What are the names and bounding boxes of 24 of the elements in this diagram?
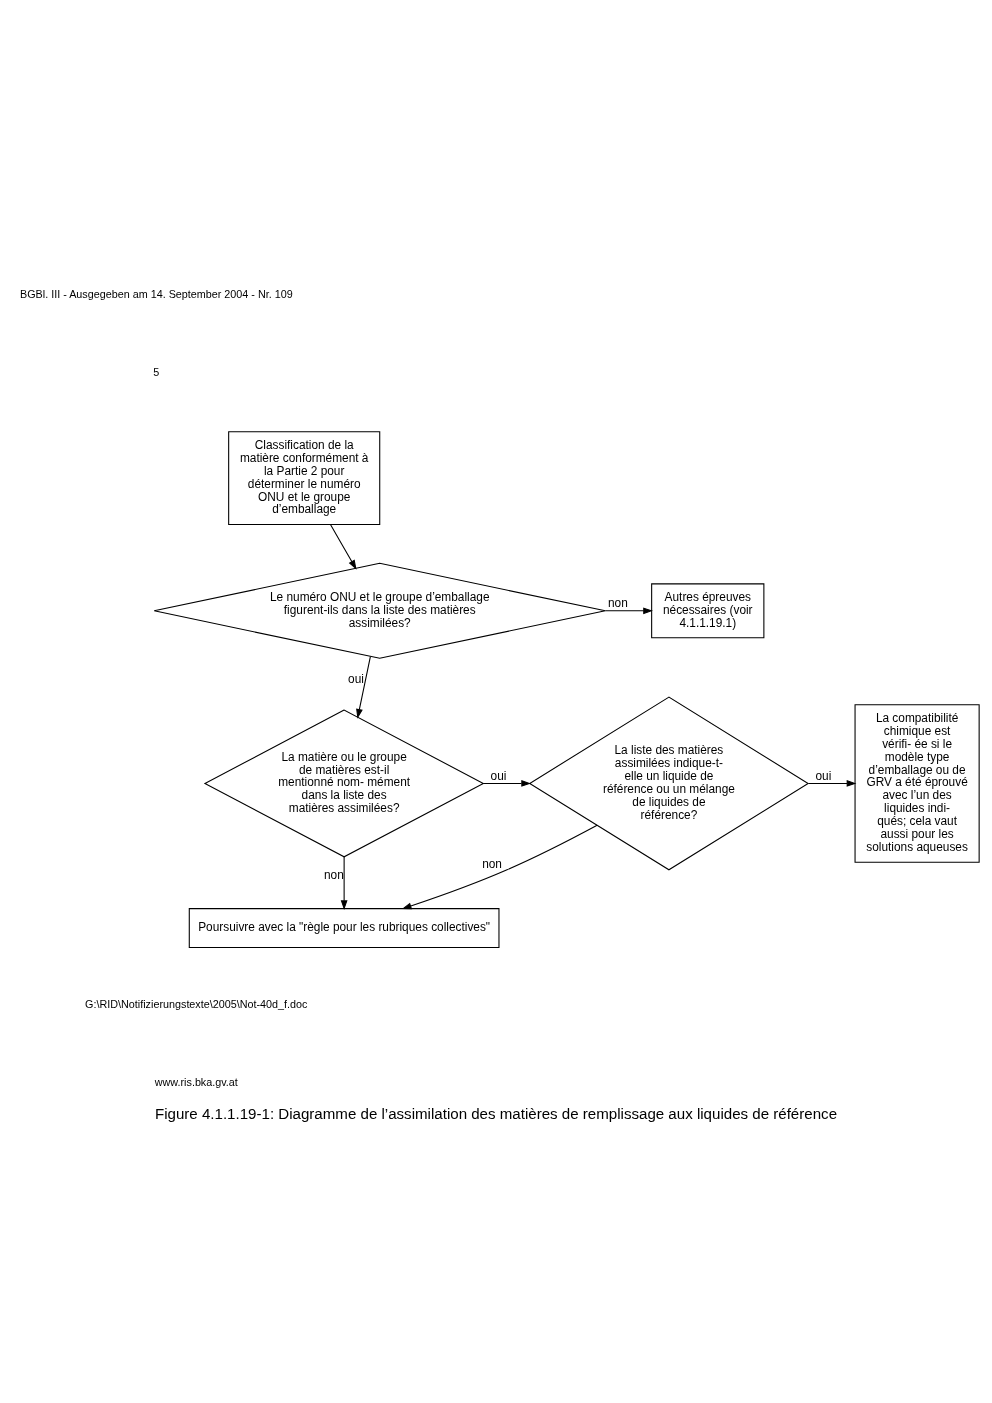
arrow: [808, 779, 857, 787]
edge-label: non: [607, 595, 628, 610]
arrow: [340, 856, 348, 910]
edge-label: non: [323, 867, 344, 882]
edge-label: oui: [815, 768, 832, 783]
label: G:\RID\Notifizierungstexte\2005\Not-40d_f.doc: [85, 997, 308, 1010]
node-box: Autres épreuves nécessaires (voir 4.1.1.19.1): [651, 582, 765, 638]
arrow: [604, 606, 653, 614]
node-diamond: La liste des matières assimilées indique-t-elle un liquide de référence ou un mélange de liquides de référence?: [528, 696, 810, 870]
arrow: [482, 779, 532, 787]
node-box: Classification de la matière conformément à la Partie 2 pour déterminer le numéro ONU et le groupe d’emballage: [228, 430, 381, 525]
edge-label: oui: [490, 768, 507, 783]
arrow: [401, 824, 598, 909]
caption: Figure 4.1.1.19-1: Diagramme de l’assimilation des matières de remplissage aux liquides de référence: [154, 1104, 838, 1122]
arrow: [356, 655, 371, 719]
label: BGBl. III - Ausgegeben am 14. September 2004 - Nr. 109: [20, 287, 293, 300]
node-diamond: Le numéro ONU et le groupe d’emballage figurent-ils dans la liste des matières assimilées?: [153, 562, 606, 659]
edge-label: oui: [348, 671, 364, 686]
arrow: [330, 523, 357, 570]
label: 5: [153, 365, 160, 378]
node-box: La compatibilité chimique est vérifi- ée si le modèle type d’emballage ou de GRV a été éprouvé avec l’un des liquides indi- qués; cela vaut aussi pour les solutions aqueuses: [854, 703, 980, 863]
label: www.ris.bka.gv.at: [154, 1075, 238, 1088]
node-box: Poursuivre avec la "règle pour les rubriques collectives": [188, 907, 500, 948]
edge-label: non: [482, 856, 502, 871]
